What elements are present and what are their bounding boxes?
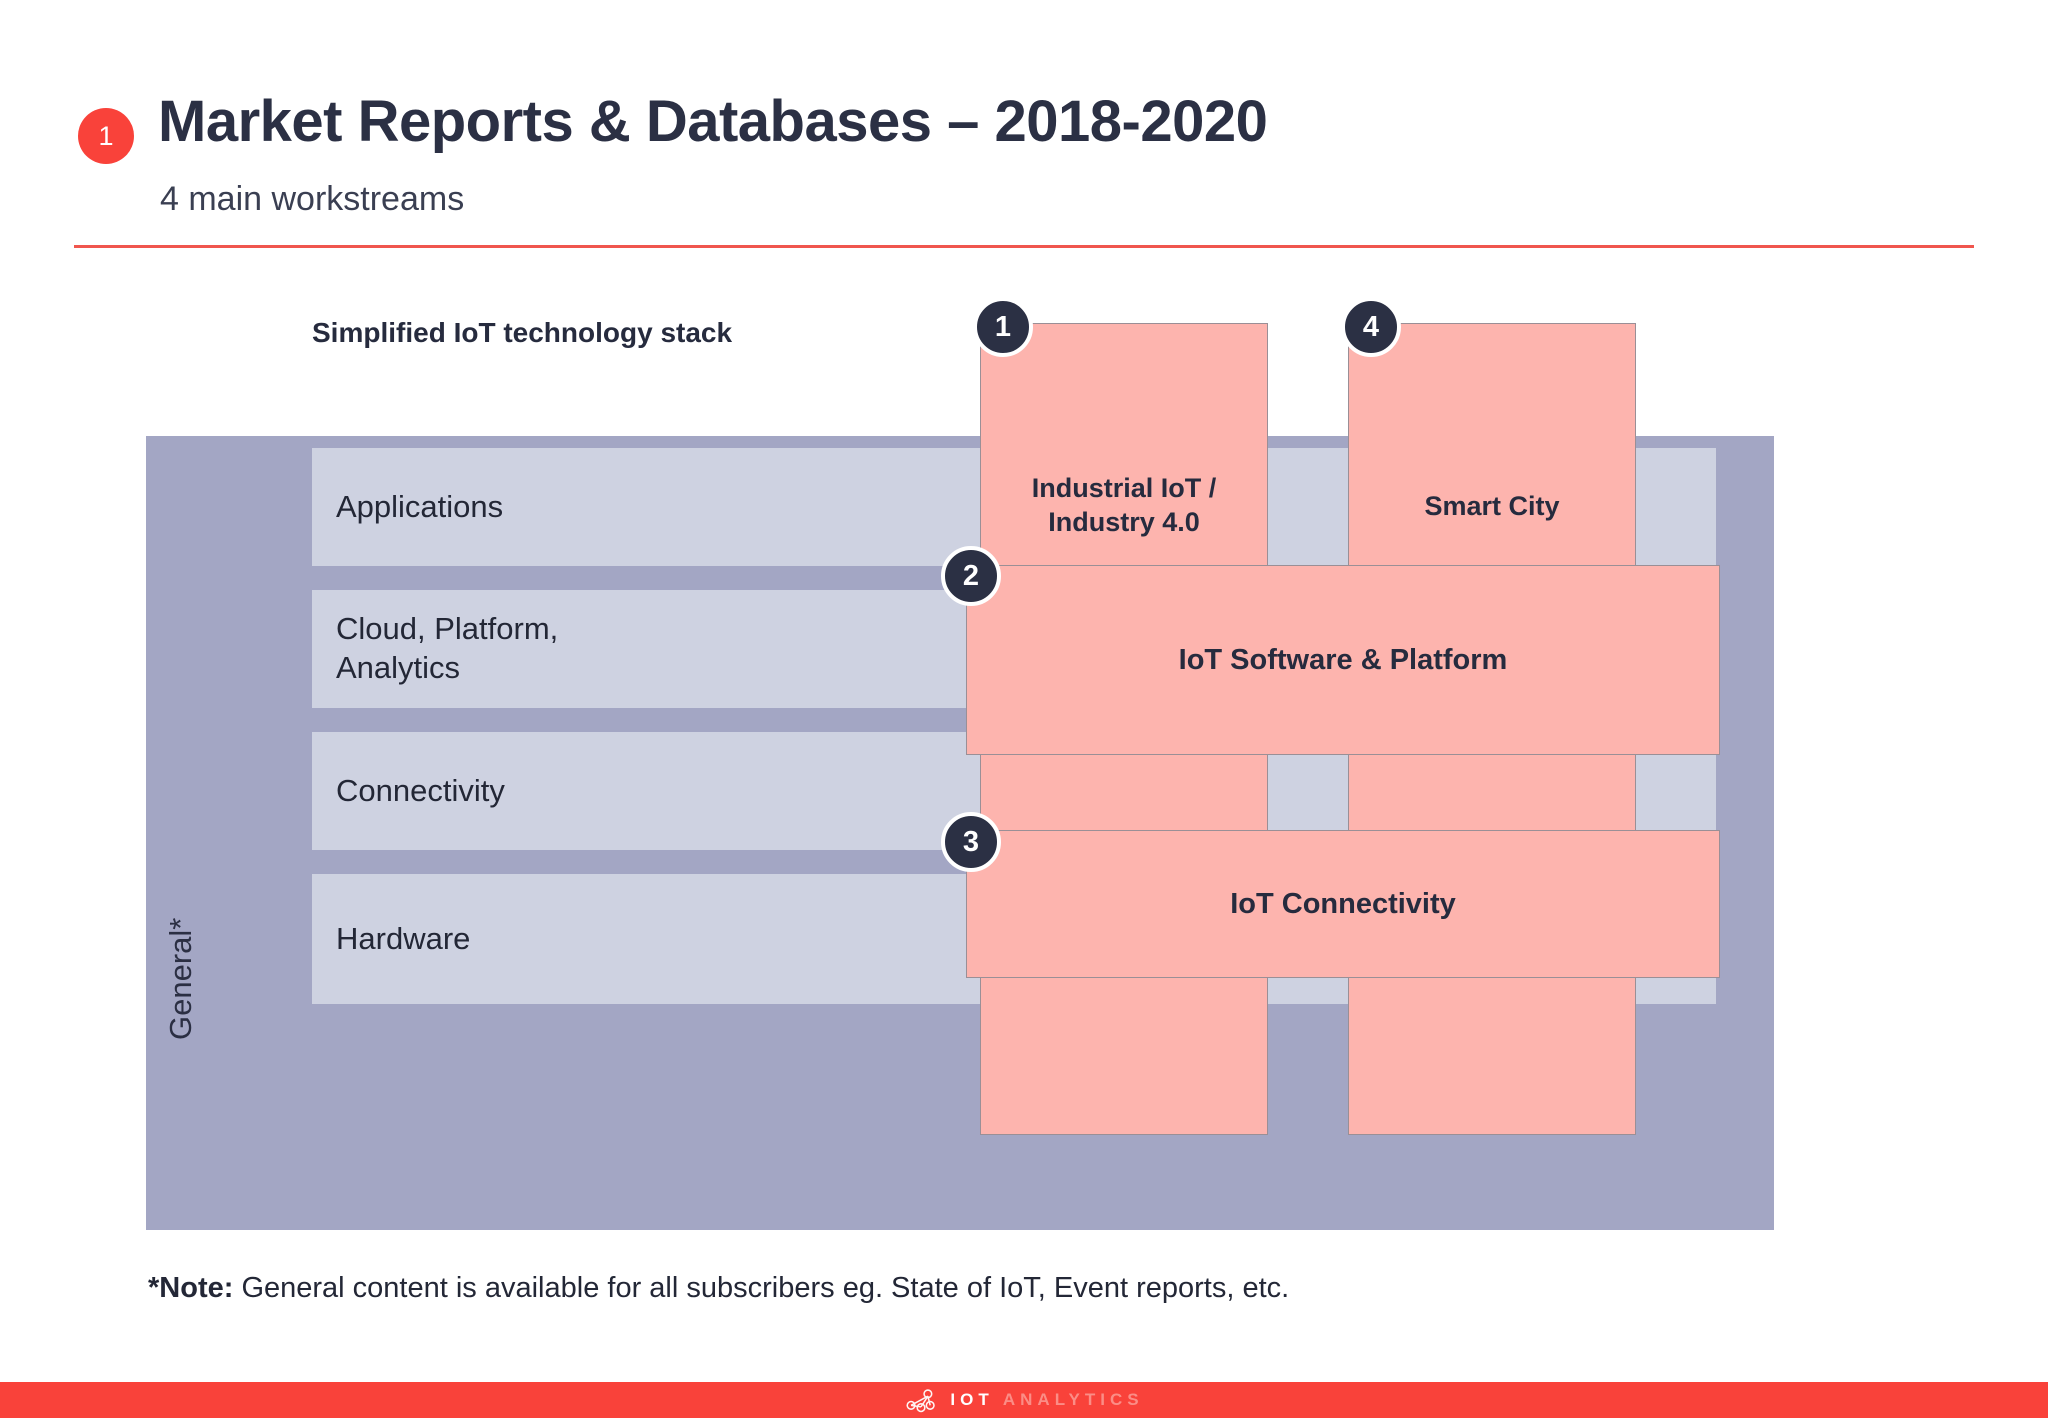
footer-brand: IOT ANALYTICS (950, 1390, 1143, 1410)
stack-layer-label: Hardware (336, 920, 471, 956)
iot-analytics-logo-icon (906, 1389, 936, 1413)
workstream-iot-software-platform: IoT Software & Platform (966, 565, 1720, 755)
footnote-text: General content is available for all sub… (233, 1272, 1290, 1304)
page-title: Market Reports & Databases – 2018-2020 (158, 89, 1268, 154)
slide-header: 1 Market Reports & Databases – 2018-2020… (0, 0, 2048, 250)
footer-brand-strong: IOT (950, 1390, 994, 1409)
workstream-iot-connectivity: IoT Connectivity (966, 830, 1720, 978)
workstream-badge-2: 2 (941, 546, 1001, 606)
workstream-badge-1: 1 (973, 297, 1033, 357)
footnote: *Note: General content is available for … (148, 1272, 1289, 1305)
header-divider (74, 245, 1974, 248)
stack-layer-label: Connectivity (336, 772, 505, 808)
workstream-label: Smart City (1424, 491, 1560, 521)
workstream-badge-3: 3 (941, 812, 1001, 872)
footer-brand-dim: ANALYTICS (1002, 1390, 1144, 1409)
workstream-label: Industrial IoT / Industry 4.0 (1031, 473, 1217, 537)
stack-layer-label: Applications (336, 488, 504, 524)
page-subtitle: 4 main workstreams (160, 180, 465, 218)
workstream-badge-4: 4 (1341, 297, 1401, 357)
footnote-prefix: *Note: (148, 1272, 234, 1304)
general-label: General* (163, 917, 198, 1040)
stack-layer-label: Cloud, Platform, Analytics (336, 611, 559, 685)
title-number-badge: 1 (78, 108, 134, 164)
stack-caption: Simplified IoT technology stack (312, 317, 733, 348)
slide-footer: IOT ANALYTICS (0, 1382, 2048, 1418)
